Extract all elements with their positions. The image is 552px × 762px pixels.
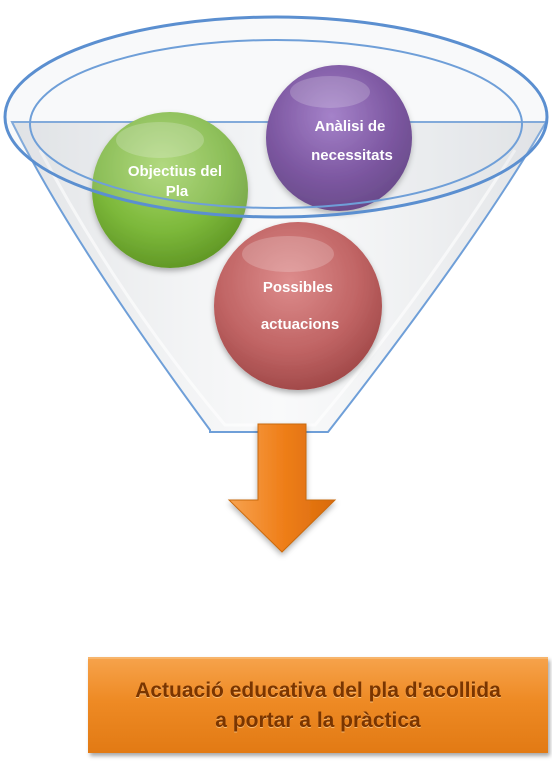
objectives-label-line2: Pla (166, 183, 189, 200)
funnel-rim (3, 15, 549, 219)
result-line-1: Actuació educativa del pla d'acollida (135, 679, 501, 702)
needs-label-line1: Anàlisi de (314, 118, 385, 135)
result-box: Actuació educativa del pla d'acollida a … (88, 657, 548, 753)
svg-text:Anàlisi de necessitats: Anàlisi de necessitats (311, 118, 393, 164)
circle-objectives (92, 112, 248, 268)
svg-text:Objectius del Pla: Objectius del Pla (128, 163, 226, 200)
down-arrow-icon (227, 423, 337, 553)
funnel-rim-inner (29, 39, 523, 209)
actions-label-line1: Possibles (263, 279, 333, 296)
needs-label-line2: necessitats (311, 147, 393, 164)
circle-actions (214, 222, 382, 390)
circle-needs (266, 65, 412, 211)
result-line-2: a portar a la pràctica (215, 709, 421, 732)
objectives-label-line1: Objectius del (128, 163, 222, 180)
actions-label-line2: actuacions (261, 316, 339, 333)
svg-text:Possibles actuacions: Possibles actuacions (261, 279, 339, 333)
